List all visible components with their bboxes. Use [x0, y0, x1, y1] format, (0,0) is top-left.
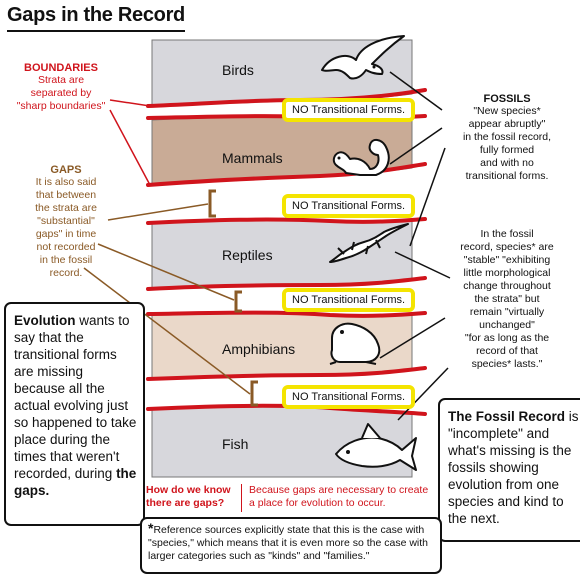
fossils-line: and with no — [480, 157, 534, 169]
gap-bracket-2 — [234, 290, 242, 313]
fossil-record-panel: The Fossil Record is "incomplete" and wh… — [438, 398, 580, 542]
gaps-connector-1 — [107, 203, 209, 221]
stability-line: record, species* are — [460, 241, 554, 253]
stability-line: record of that — [476, 345, 538, 357]
gaps-answer: Because gaps are necessary to create a p… — [249, 484, 429, 509]
layer-label-reptiles: Reptiles — [222, 247, 273, 263]
gaps-connector-2 — [97, 243, 235, 301]
stability-line: the strata" but — [474, 293, 540, 305]
reference-note-text: Reference sources explicitly state that … — [148, 524, 428, 562]
fossils-annotation: FOSSILS "New species* appear abruptly" i… — [436, 93, 578, 183]
stability-connector-1 — [394, 251, 451, 279]
fossil-record-heading: The Fossil Record — [448, 409, 566, 424]
layer-label-birds: Birds — [222, 62, 254, 78]
fossils-line: fully formed — [479, 144, 535, 156]
boundary-line-6 — [146, 310, 427, 318]
gaps-line: "substantial" — [37, 215, 95, 227]
fossils-line: in the fossil record, — [462, 131, 552, 143]
asterisk-icon: * — [148, 520, 154, 536]
reference-note-panel: *Reference sources explicitly state that… — [140, 517, 442, 574]
evolution-text-end: the gaps. — [14, 466, 137, 498]
gaps-heading: GAPS — [50, 164, 82, 176]
stability-line: little morphological — [463, 267, 551, 279]
no-transitional-forms-label: NO Transitional Forms. — [282, 288, 416, 312]
boundaries-line: "sharp boundaries" — [16, 100, 106, 112]
evolution-panel: Evolution wants to say that the transiti… — [4, 302, 145, 526]
gaps-annotation: GAPS It is also said that between the st… — [18, 164, 114, 280]
stability-line: unchanged" — [479, 319, 535, 331]
layer-label-mammals: Mammals — [222, 150, 283, 166]
boundary-line-7 — [146, 366, 427, 381]
gaps-line: gaps" in time — [35, 228, 97, 240]
frog-icon — [329, 322, 381, 365]
boundary-line-3 — [146, 162, 427, 187]
page-title: Gaps in the Record — [7, 4, 185, 26]
fossils-heading: FOSSILS — [483, 93, 531, 105]
gaps-line: It is also said — [35, 176, 97, 188]
layer-label-amphibians: Amphibians — [222, 341, 296, 357]
qa-divider — [241, 484, 242, 512]
gaps-connector-3 — [83, 267, 251, 395]
evolution-text: wants to say that the transitional forms… — [14, 313, 137, 481]
squirrel-icon — [332, 139, 390, 176]
title-underline — [7, 30, 185, 32]
stability-line: "stable" "exhibiting — [463, 254, 551, 266]
gaps-line: the strata are — [35, 202, 97, 214]
lizard-icon — [329, 223, 409, 263]
gap-bracket-3 — [250, 380, 258, 407]
boundaries-annotation: BOUNDARIES Strata are separated by "shar… — [2, 62, 120, 113]
layer-label-fish: Fish — [222, 436, 249, 452]
boundary-line-4 — [146, 217, 427, 225]
fossils-connector-2 — [389, 127, 443, 165]
fossils-connector-3 — [409, 147, 446, 247]
boundaries-line: separated by — [30, 87, 92, 99]
fish-icon — [335, 423, 417, 471]
stability-line: "for as long as the — [464, 332, 550, 344]
boundaries-connector-2 — [109, 109, 151, 186]
gaps-question: How do we know there are gaps? — [146, 484, 231, 509]
gaps-line: that between — [35, 189, 97, 201]
fossils-connector-1 — [389, 71, 443, 111]
stability-connector-2 — [379, 317, 446, 359]
fossils-line: transitional forms. — [465, 170, 549, 182]
evolution-heading: Evolution — [14, 313, 76, 328]
bird-icon — [321, 35, 405, 80]
fossil-record-text: is "incomplete" and what's missing is th… — [448, 409, 579, 526]
fossils-line: appear abruptly" — [468, 118, 546, 130]
no-transitional-forms-label: NO Transitional Forms. — [282, 194, 416, 218]
boundaries-heading: BOUNDARIES — [24, 62, 98, 74]
boundaries-connector-1 — [109, 99, 151, 107]
boundaries-line: Strata are — [37, 74, 85, 86]
no-transitional-forms-label: NO Transitional Forms. — [282, 385, 416, 409]
fossils-line: "New species* — [473, 105, 541, 117]
stability-line: In the fossil — [480, 228, 534, 240]
stability-annotation: In the fossil record, species* are "stab… — [436, 228, 578, 371]
no-transitional-forms-label: NO Transitional Forms. — [282, 98, 416, 122]
stability-line: species* lasts." — [471, 358, 543, 370]
boundary-line-5 — [146, 276, 427, 291]
gap-bracket-1 — [208, 189, 216, 218]
stability-line: remain "virtually — [469, 306, 545, 318]
gaps-line: record. — [49, 267, 83, 279]
gaps-line: in the fossil — [39, 254, 93, 266]
gaps-line: not recorded — [36, 241, 96, 253]
stability-connector-3 — [397, 367, 449, 421]
stability-line: change throughout — [463, 280, 551, 292]
